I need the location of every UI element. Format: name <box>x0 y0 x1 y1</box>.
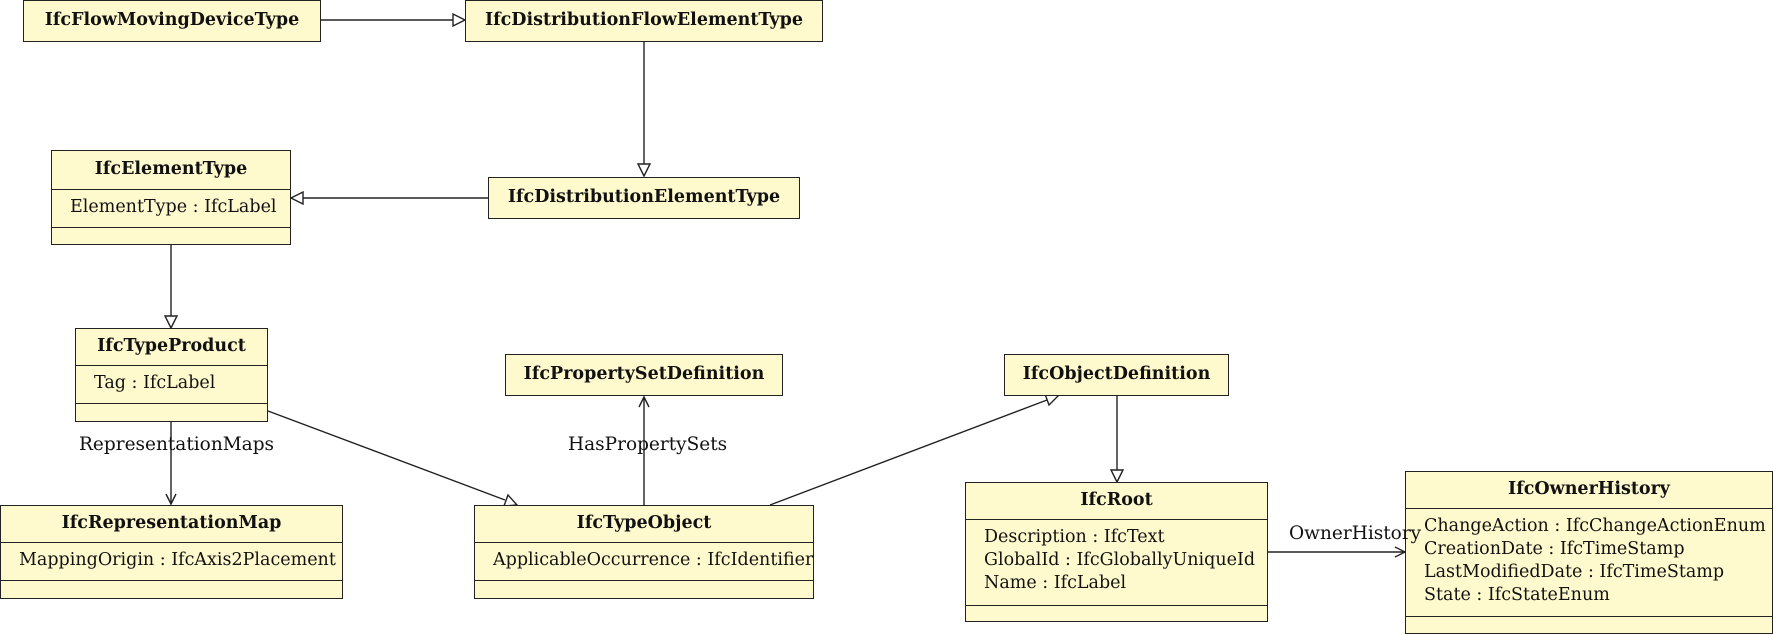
class-name: IfcTypeProduct <box>97 336 246 356</box>
attribute: ChangeAction : IfcChangeActionEnum <box>1424 516 1766 536</box>
attribute: Tag : IfcLabel <box>94 373 216 393</box>
class-attributes: Description : IfcText GlobalId : IfcGlob… <box>966 519 1267 605</box>
class-attributes: ChangeAction : IfcChangeActionEnum Creat… <box>1406 508 1772 616</box>
class-attributes: ElementType : IfcLabel <box>52 189 290 227</box>
association-label-representationmaps: RepresentationMaps <box>79 434 275 455</box>
attribute: GlobalId : IfcGloballyUniqueId <box>984 550 1256 570</box>
attribute: ElementType : IfcLabel <box>70 197 277 217</box>
association-label-haspropertysets: HasPropertySets <box>568 434 728 455</box>
generalization-elementtype <box>163 245 179 330</box>
attribute: CreationDate : IfcTimeStamp <box>1424 539 1685 559</box>
class-operations <box>1 580 342 599</box>
class-ifcflowmovingdevicetype: IfcFlowMovingDeviceType <box>23 0 321 42</box>
class-ifcobjectdefinition: IfcObjectDefinition <box>1004 354 1229 396</box>
attribute: State : IfcStateEnum <box>1424 585 1610 605</box>
class-ifcelementtype: IfcElementType ElementType : IfcLabel <box>51 150 291 245</box>
class-name: IfcOwnerHistory <box>1508 479 1670 499</box>
attribute: LastModifiedDate : IfcTimeStamp <box>1424 562 1725 582</box>
class-ifcrepresentationmap: IfcRepresentationMap MappingOrigin : Ifc… <box>0 505 343 599</box>
class-operations <box>1406 616 1772 635</box>
class-name: IfcRepresentationMap <box>61 513 282 533</box>
class-ifcdistributionelementtype: IfcDistributionElementType <box>488 177 800 219</box>
class-name: IfcDistributionFlowElementType <box>484 10 804 30</box>
class-name: IfcTypeObject <box>576 513 712 533</box>
generalization-distributionflowelementtype <box>636 41 652 178</box>
class-operations <box>966 605 1267 624</box>
association-representationmaps <box>165 422 177 506</box>
association-haspropertysets <box>638 395 650 505</box>
class-attributes: ApplicableOccurrence : IfcIdentifier <box>475 542 813 580</box>
generalization-typeproduct <box>267 410 519 507</box>
class-operations <box>475 580 813 599</box>
attribute: MappingOrigin : IfcAxis2Placement <box>19 550 336 570</box>
class-name: IfcDistributionElementType <box>507 187 781 207</box>
class-ifcdistributionflowelementtype: IfcDistributionFlowElementType <box>465 0 823 42</box>
attribute: Description : IfcText <box>984 527 1165 547</box>
association-label-ownerhistory: OwnerHistory <box>1289 523 1422 544</box>
class-attributes: Tag : IfcLabel <box>76 365 267 403</box>
class-name: IfcFlowMovingDeviceType <box>44 10 300 30</box>
class-ifcownerhistory: IfcOwnerHistory ChangeAction : IfcChange… <box>1405 471 1773 634</box>
class-ifcroot: IfcRoot Description : IfcText GlobalId :… <box>965 482 1268 622</box>
class-name: IfcElementType <box>94 159 248 179</box>
class-ifctypeobject: IfcTypeObject ApplicableOccurrence : Ifc… <box>474 505 814 599</box>
class-ifctypeproduct: IfcTypeProduct Tag : IfcLabel <box>75 328 268 422</box>
generalization-flowmovingdevicetype <box>320 12 467 28</box>
class-attributes: MappingOrigin : IfcAxis2Placement <box>1 542 342 580</box>
class-ifcpropertysetdefinition: IfcPropertySetDefinition <box>505 354 783 396</box>
association-ownerhistory <box>1268 546 1407 558</box>
generalization-distributionelementtype <box>289 190 488 206</box>
class-name: IfcRoot <box>1080 490 1153 510</box>
class-operations <box>52 227 290 245</box>
attribute: ApplicableOccurrence : IfcIdentifier <box>493 550 814 570</box>
attribute: Name : IfcLabel <box>984 573 1127 593</box>
class-operations <box>76 403 267 422</box>
class-name: IfcPropertySetDefinition <box>523 364 765 384</box>
class-name: IfcObjectDefinition <box>1022 364 1211 384</box>
generalization-objectdefinition <box>1109 396 1125 484</box>
